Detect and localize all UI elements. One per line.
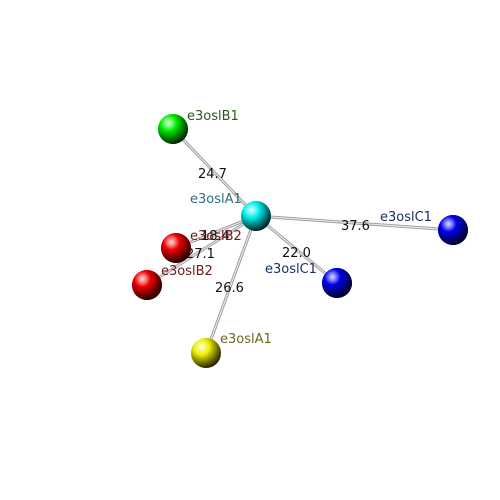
node-label-c1r: e3oslC1: [380, 210, 432, 225]
edge-a1c-b2b: [146, 215, 257, 286]
edge-label-a1c-b2a: 18.4: [201, 229, 230, 244]
nodes-layer: [132, 114, 468, 368]
node-label-b1: e3oslB1: [187, 109, 239, 124]
node-a1y: [191, 338, 221, 368]
edge-label-a1c-c1: 22.0: [282, 246, 311, 261]
node-label-a1y: e3oslA1: [220, 332, 272, 347]
node-b1: [158, 114, 188, 144]
node-c1: [322, 268, 352, 298]
node-c1r: [438, 215, 468, 245]
edge-label-a1c-b2b: 27.1: [186, 247, 215, 262]
node-b2a: [161, 233, 191, 263]
edge-a1c-b1: [172, 128, 257, 217]
edge-label-a1c-b1: 24.7: [198, 167, 227, 182]
node-b2b: [132, 270, 162, 300]
edge-a1c-c1: [255, 215, 338, 284]
node-label-b2a: e3oslB2: [190, 229, 242, 244]
edge-a1c-a1y: [205, 215, 257, 354]
node-labels-layer: e3oslB1 e3oslA1 e3oslC1 e3oslC1 e3oslB2 e3osl…: [161, 109, 432, 347]
edge-label-a1c-a1y: 26.6: [215, 281, 244, 296]
node-a1c: [241, 201, 271, 231]
node-label-a1c: e3oslA1: [190, 192, 242, 207]
node-label-b2b: e3oslB2: [161, 264, 213, 279]
edge-labels-layer: 24.7 37.6 22.0 18.4 27.1 26.6: [186, 167, 370, 296]
edges-layer: [145, 127, 455, 355]
edge-label-a1c-c1r: 37.6: [341, 219, 370, 234]
node-label-c1: e3oslC1: [265, 262, 317, 277]
edge-a1c-c1r: [255, 215, 454, 231]
